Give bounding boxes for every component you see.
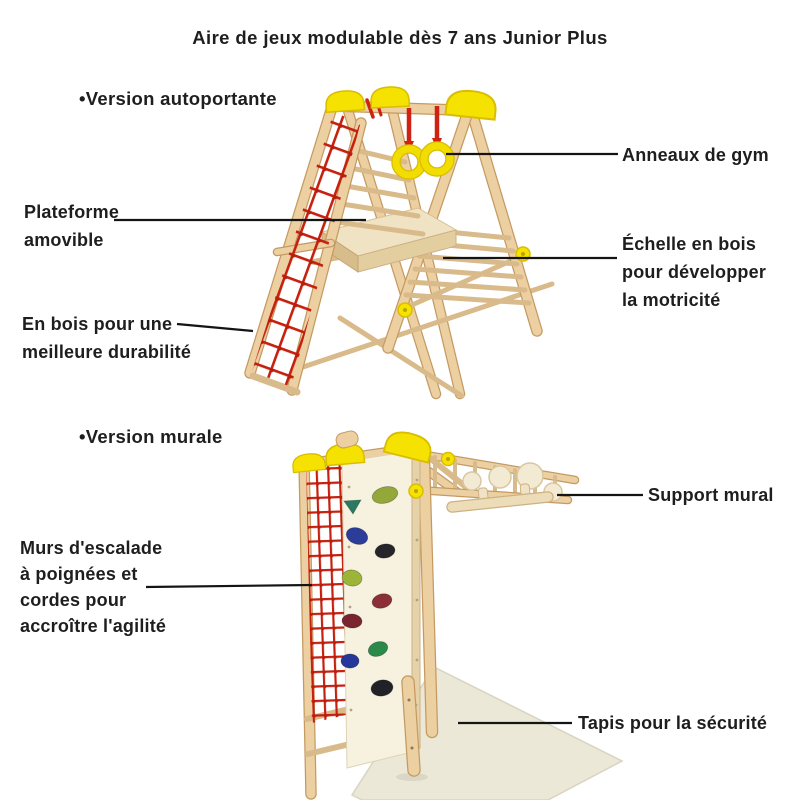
label-line: Plateforme — [24, 202, 120, 222]
label-line: Support mural — [648, 485, 774, 505]
label-wall-support: Support mural — [648, 482, 774, 509]
label-mat: Tapis pour la sécurité — [578, 710, 767, 737]
red-net — [252, 111, 360, 387]
label-platform: Plateforme amovible — [24, 198, 119, 254]
gym-rings — [391, 106, 455, 180]
label-wood: En bois pour une meilleure durabilité — [22, 310, 191, 366]
label-line: accroître l'agilité — [20, 616, 167, 636]
label-line: meilleure durabilité — [22, 342, 192, 362]
section-label-wall: •Version murale — [79, 426, 223, 447]
hanging-bar — [446, 483, 554, 513]
leader-line-climbing-wall — [145, 583, 313, 589]
net-ramp — [244, 101, 367, 396]
leader-lines — [114, 152, 643, 725]
label-line: pour développer — [622, 262, 767, 282]
section-label-freestanding: •Version autoportante — [79, 88, 277, 109]
label-line: à poignées et — [20, 564, 138, 584]
climbing-holds — [340, 486, 399, 697]
label-rings: Anneaux de gym — [622, 142, 769, 169]
label-climbing-wall: Murs d'escalade à poignées et cordes pou… — [20, 535, 166, 639]
page-title: Aire de jeux modulable dès 7 ans Junior … — [192, 27, 608, 48]
freestanding-illustration — [244, 85, 555, 400]
label-line: la motricité — [622, 290, 721, 310]
label-line: cordes pour — [20, 590, 127, 610]
leader-line-wood — [176, 322, 254, 333]
front-post — [396, 675, 428, 781]
label-line: Tapis pour la sécurité — [578, 713, 768, 733]
removable-platform — [311, 207, 458, 273]
label-line: Anneaux de gym — [622, 145, 769, 165]
label-line: amovible — [24, 230, 104, 250]
yellow-caps-wall — [291, 427, 456, 499]
label-line: Murs d'escalade — [20, 538, 163, 558]
wood-knob — [335, 430, 359, 449]
red-net-wall — [306, 458, 350, 723]
label-line: En bois pour une — [22, 314, 173, 334]
label-line: Échelle en bois — [622, 234, 757, 254]
wall-illustration — [291, 427, 624, 800]
climbing-wall-panel — [340, 450, 421, 769]
label-ladder: Échelle en bois pour développer la motri… — [622, 230, 766, 314]
